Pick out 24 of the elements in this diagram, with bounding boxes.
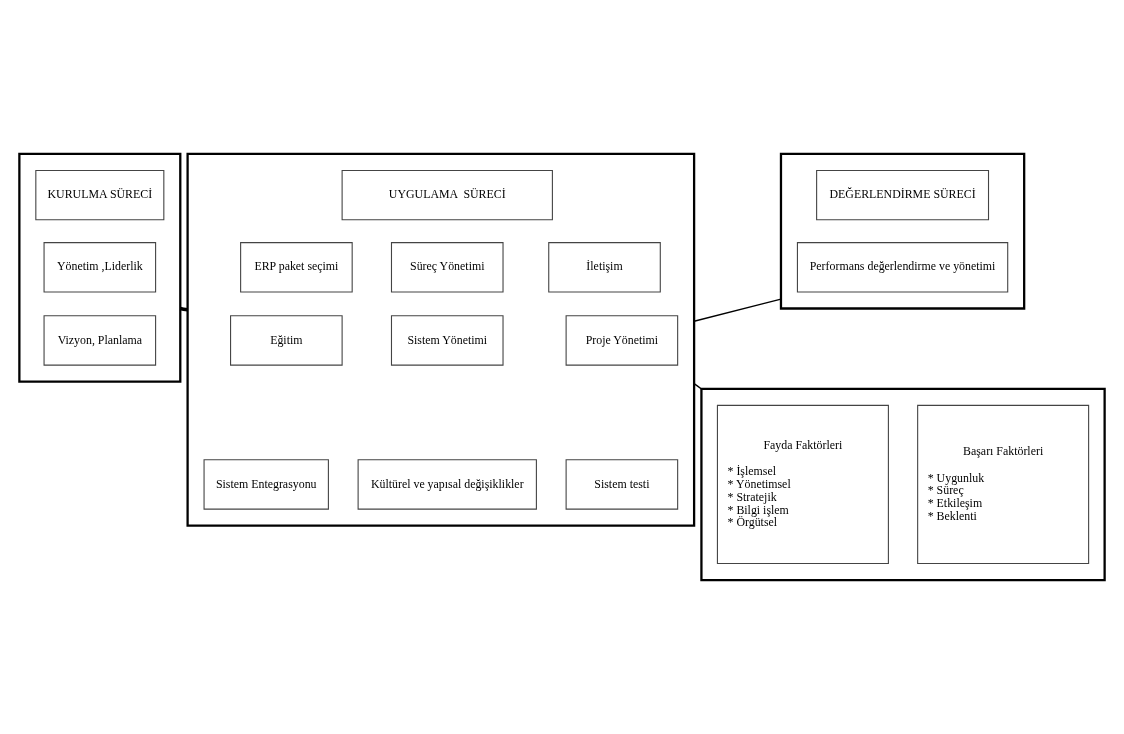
node-box: Sistem Entegrasyonu <box>203 459 329 510</box>
node-box: KURULMA SÜRECİ <box>35 169 165 221</box>
node-box: İletişim <box>548 242 661 293</box>
node-box: Süreç Yönetimi <box>390 242 504 293</box>
connector <box>693 298 782 322</box>
node-box: Vizyon, Planlama <box>43 315 157 366</box>
node-box: Performans değerlendirme ve yönetimi <box>796 242 1009 293</box>
node-box: Kültürel ve yapısal değişiklikler <box>357 459 537 510</box>
cluster <box>779 152 1026 310</box>
cluster <box>186 152 696 527</box>
cluster <box>700 387 1106 582</box>
node-box: Eğitim <box>230 315 343 366</box>
node-box: DEĞERLENDİRME SÜRECİ <box>816 169 990 221</box>
node-box: Sistem Yönetimi <box>390 315 504 366</box>
connector <box>693 382 703 390</box>
node-box: Proje Yönetimi <box>565 315 679 366</box>
node-box: ERP paket seçimi <box>240 242 353 293</box>
node-box: Fayda Faktörleri * İşlemsel * Yönetimsel * Stratejik * Bilgi işlem * Örgütsel <box>716 404 889 565</box>
node-box: UYGULAMA SÜRECİ <box>341 169 553 221</box>
cluster <box>18 152 182 383</box>
connector <box>179 306 188 312</box>
node-box: Sistem testi <box>565 459 679 510</box>
node-box: Yönetim ,Liderlik <box>43 242 157 293</box>
node-box: Başarı Faktörleri * Uygunluk * Süreç * Etkileşim * Beklenti <box>917 404 1090 565</box>
